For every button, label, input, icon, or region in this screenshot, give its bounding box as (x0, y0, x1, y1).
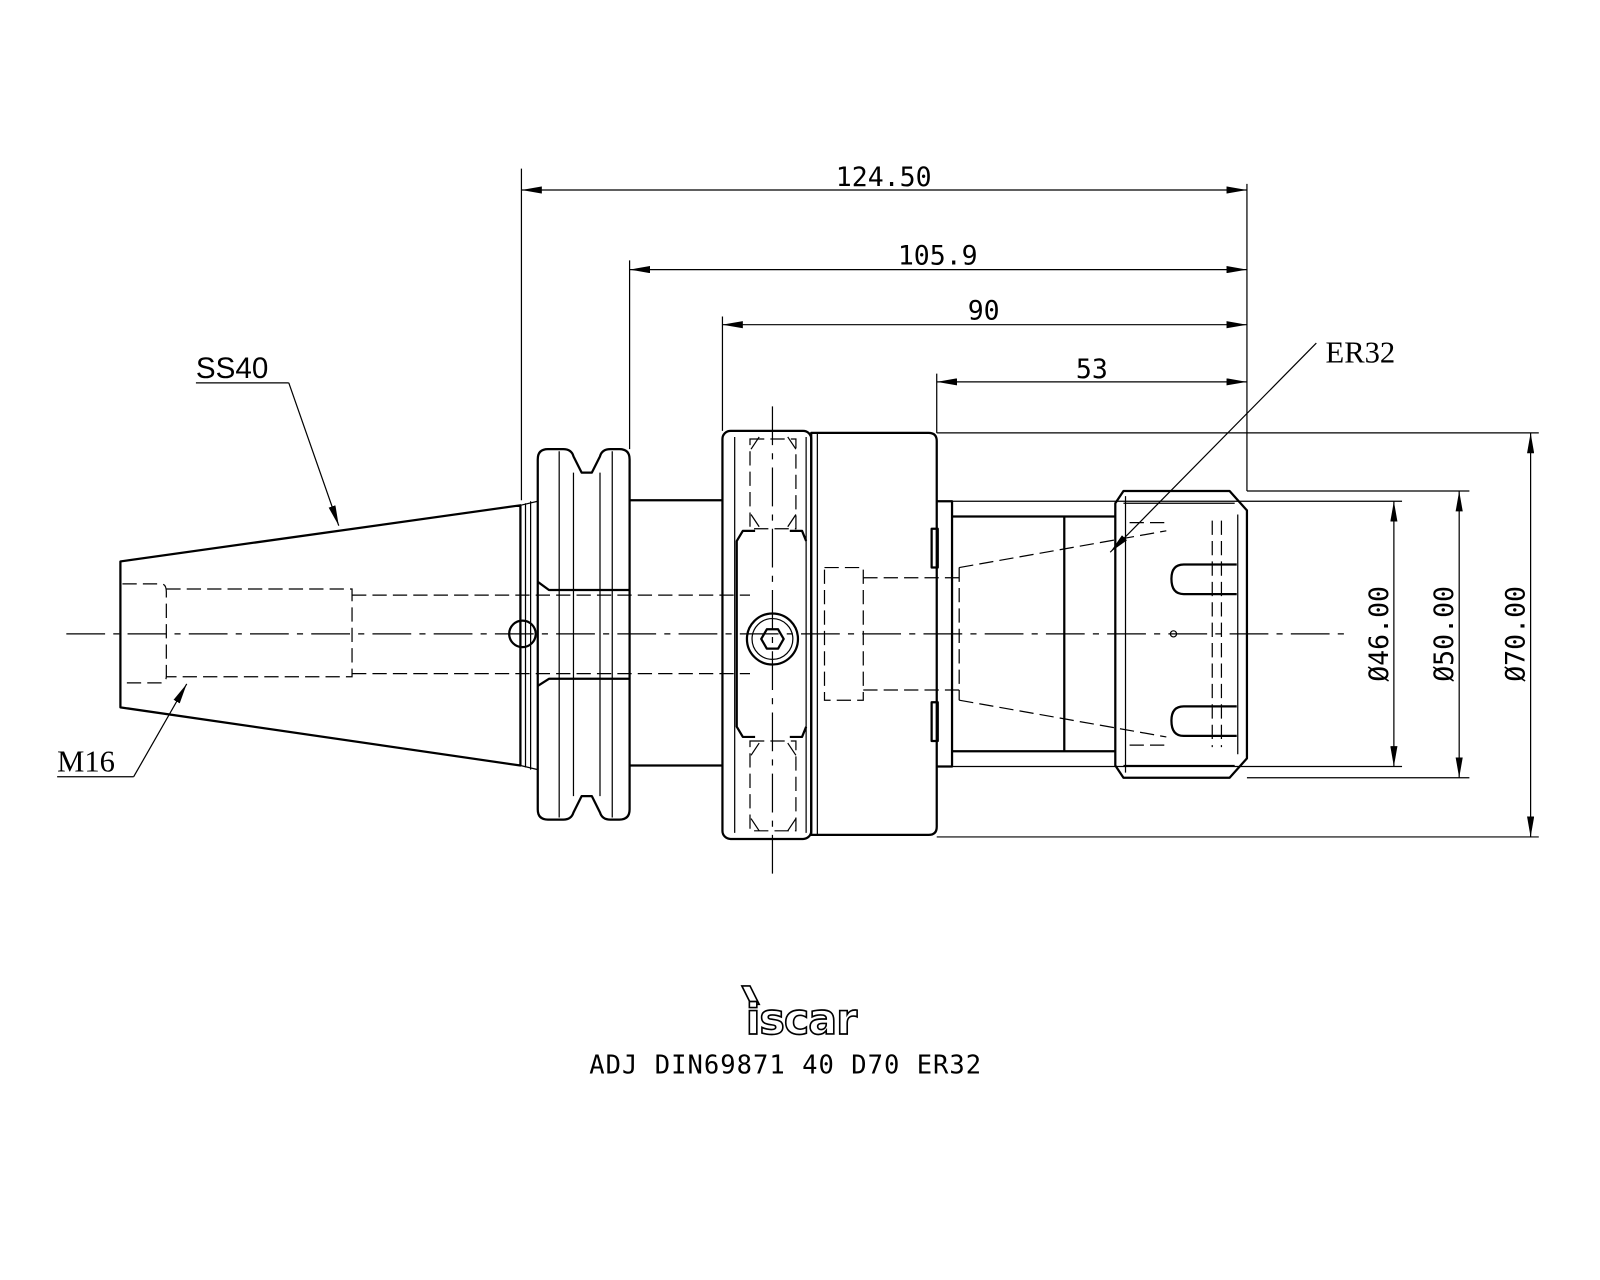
adjusting-ring (721, 429, 813, 841)
callout-label: M16 (57, 745, 115, 779)
body-notch-bottom (930, 701, 939, 743)
dimension-value: 90 (968, 296, 1000, 327)
body-notch-top (930, 527, 939, 569)
callout-thread: M16 (57, 683, 188, 779)
dimension-value: Ø50.00 (1429, 586, 1460, 682)
extension-lines-top (520, 168, 1248, 501)
collet-seat-outline (952, 515, 1116, 753)
taper-gauge-step (520, 500, 538, 771)
nut-hidden-lines (1129, 520, 1223, 748)
flange-inner-lines (558, 451, 613, 818)
screw-head-outer (745, 612, 800, 666)
screw-head-inner (751, 617, 794, 661)
clamping-nut (1114, 489, 1249, 779)
nut-slot-top (1170, 563, 1237, 596)
dimension-length-3: 90 (722, 296, 1247, 329)
leader-line (1109, 342, 1317, 553)
dimension-value: 105.9 (898, 240, 978, 271)
callout-collet: ER32 (1109, 335, 1396, 553)
dimension-length-4: 53 (936, 354, 1247, 386)
collet-center-mark (1169, 630, 1178, 638)
coolant-hole (508, 619, 537, 649)
ring-bore-bracket (735, 529, 808, 739)
thread-bore-hidden (166, 588, 353, 678)
neck-outline (936, 500, 954, 768)
adjusting-screw-bottom-hidden (749, 740, 797, 832)
shank-body (629, 499, 723, 767)
counterbore-hidden (122, 583, 167, 684)
taper-outline (119, 504, 522, 767)
taper-shank (119, 500, 750, 771)
adjusting-screw-top-hidden (749, 438, 797, 530)
nut-slot-bottom (1170, 705, 1237, 738)
dimension-diameter-50: Ø50.00 (1429, 491, 1463, 778)
hex-socket-screw (745, 612, 800, 666)
drawing-title: ADJ DIN69871 40 D70 ER32 (589, 1051, 982, 1081)
nut-outline (1114, 489, 1249, 779)
extension-lines-right (936, 432, 1539, 838)
flange (536, 448, 631, 821)
hex-socket-icon (760, 628, 785, 650)
dimension-value: Ø70.00 (1500, 586, 1531, 682)
keyway-slot (537, 580, 630, 687)
ring-chamfer-marks (750, 436, 797, 832)
dimension-overall-length: 124.50 (521, 162, 1247, 194)
leader-line (288, 382, 340, 526)
dimension-value: Ø46.00 (1364, 586, 1395, 682)
collet-taper-hidden (959, 530, 1167, 738)
main-body-outline (810, 431, 938, 837)
logo-accent-mark (740, 985, 761, 1006)
callout-taper: SS40 (196, 352, 340, 526)
collet-seat (936, 500, 1116, 768)
through-bore-hidden (352, 594, 750, 675)
dimension-length-2: 105.9 (629, 240, 1247, 274)
callout-label: SS40 (196, 352, 268, 385)
body-bore-hidden (823, 566, 960, 701)
adjusting-ring-inner-lines (734, 436, 807, 833)
main-body (810, 431, 1167, 837)
callout-label: ER32 (1326, 335, 1396, 369)
dimension-diameter-70: Ø70.00 (1500, 432, 1535, 837)
brand-logo: iscar (740, 985, 859, 1046)
dimension-value: 53 (1076, 354, 1108, 385)
nut-inner-lines (1123, 496, 1239, 773)
dimension-diameter-46: Ø46.00 (1364, 501, 1398, 767)
leader-line (133, 683, 188, 778)
dimension-value: 124.50 (836, 162, 932, 193)
logo-wordmark: iscar (746, 995, 857, 1045)
flange-outline (536, 448, 631, 821)
